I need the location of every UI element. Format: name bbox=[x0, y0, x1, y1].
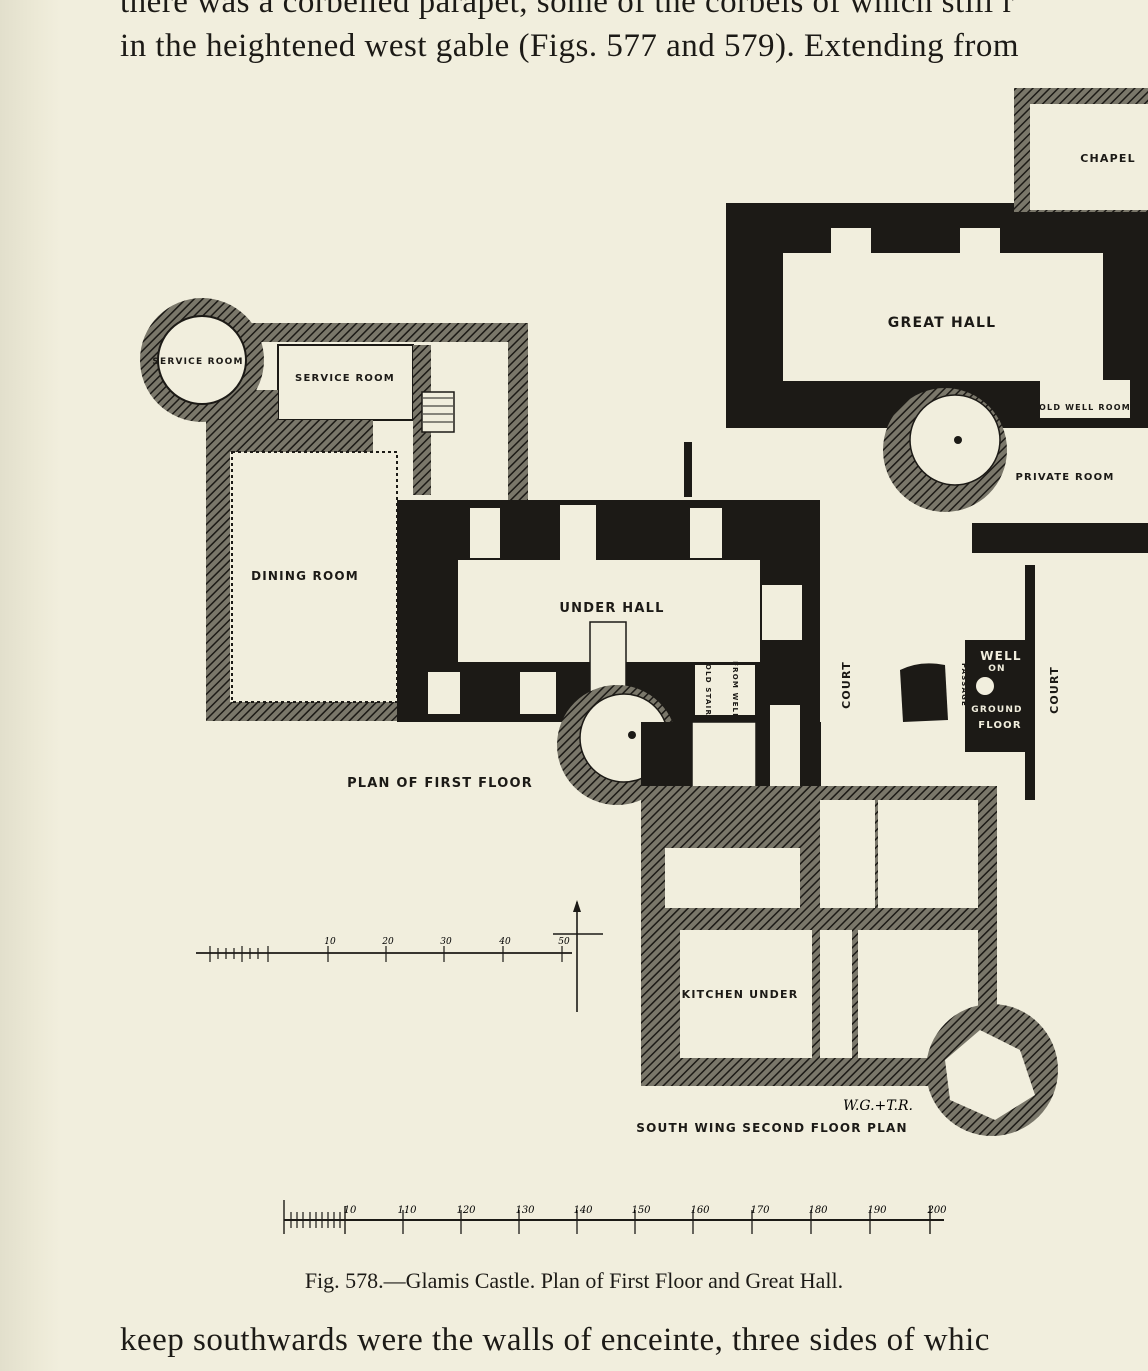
court-well-walls bbox=[684, 442, 1035, 800]
label-court-right: COURT bbox=[1048, 666, 1061, 714]
label-great-hall: GREAT HALL bbox=[888, 315, 996, 331]
figure-caption: Fig. 578.—Glamis Castle. Plan of First F… bbox=[304, 1268, 844, 1293]
large-scale-bar: 10 110 120 130 140 150 160 170 180 190 2… bbox=[283, 1200, 947, 1234]
large-scale-tick-120: 120 bbox=[456, 1205, 476, 1216]
small-scale-tick-20: 20 bbox=[381, 937, 394, 947]
label-old-well-room: OLD WELL ROOM bbox=[1039, 403, 1131, 412]
large-scale-tick-10: 10 bbox=[344, 1205, 357, 1216]
label-dining-room: DINING ROOM bbox=[251, 569, 359, 583]
label-from-well: FROM WELL bbox=[731, 661, 739, 719]
label-passage: PASSAGE bbox=[960, 663, 968, 707]
label-service-room-tower: SERVICE ROOM bbox=[152, 357, 243, 367]
label-court-left: COURT bbox=[840, 661, 853, 709]
label-service-room: SERVICE ROOM bbox=[295, 373, 395, 384]
chapel-block bbox=[1014, 88, 1148, 212]
label-private-room: PRIVATE ROOM bbox=[1016, 472, 1115, 483]
label-chapel: CHAPEL bbox=[1080, 152, 1136, 165]
large-scale-tick-190: 190 bbox=[867, 1205, 887, 1216]
large-scale-tick-110: 110 bbox=[397, 1205, 417, 1216]
southeast-tower bbox=[926, 1004, 1058, 1136]
signature: W.G.+T.R. bbox=[843, 1098, 913, 1114]
label-south-wing-plan: SOUTH WING SECOND FLOOR PLAN bbox=[636, 1121, 907, 1135]
small-scale-tick-30: 30 bbox=[440, 937, 452, 947]
large-scale-tick-150: 150 bbox=[631, 1205, 651, 1216]
body-text-top-line-2: in the heightened west gable (Figs. 577 … bbox=[120, 28, 1019, 64]
large-scale-tick-140: 140 bbox=[573, 1205, 593, 1216]
label-well-3: GROUND bbox=[971, 705, 1022, 715]
body-text-top-line-1: there was a corbelled parapet, some of t… bbox=[120, 0, 1014, 20]
label-old-stair: OLD STAIR bbox=[704, 664, 712, 716]
label-under-hall: UNDER HALL bbox=[559, 601, 664, 616]
south-wing-walls bbox=[641, 705, 997, 1086]
label-well-1: WELL bbox=[980, 649, 1022, 663]
large-scale-tick-170: 170 bbox=[750, 1205, 770, 1216]
great-hall-stair-tower bbox=[883, 388, 1007, 512]
great-hall-block bbox=[726, 203, 1148, 553]
large-scale-tick-200: 200 bbox=[926, 1205, 947, 1216]
small-scale-tick-10: 10 bbox=[324, 937, 336, 947]
label-kitchen-under: KITCHEN UNDER bbox=[682, 988, 799, 1001]
label-well-2: ON bbox=[988, 664, 1006, 674]
page-gutter bbox=[0, 0, 60, 1371]
large-scale-tick-130: 130 bbox=[515, 1205, 535, 1216]
label-well-4: FLOOR bbox=[978, 720, 1022, 731]
small-scale-bar: 10 20 30 40 50 bbox=[196, 937, 572, 962]
small-scale-tick-50: 50 bbox=[558, 937, 570, 947]
under-hall-block bbox=[397, 500, 820, 722]
north-arrow-icon bbox=[553, 900, 603, 1012]
service-room-tower bbox=[140, 298, 264, 422]
large-scale-tick-180: 180 bbox=[808, 1205, 828, 1216]
body-text-bottom-line: keep southwards were the walls of encein… bbox=[120, 1322, 990, 1358]
small-scale-tick-40: 40 bbox=[498, 937, 511, 947]
large-scale-tick-160: 160 bbox=[690, 1205, 710, 1216]
label-plan-first-floor: PLAN OF FIRST FLOOR bbox=[347, 776, 533, 791]
